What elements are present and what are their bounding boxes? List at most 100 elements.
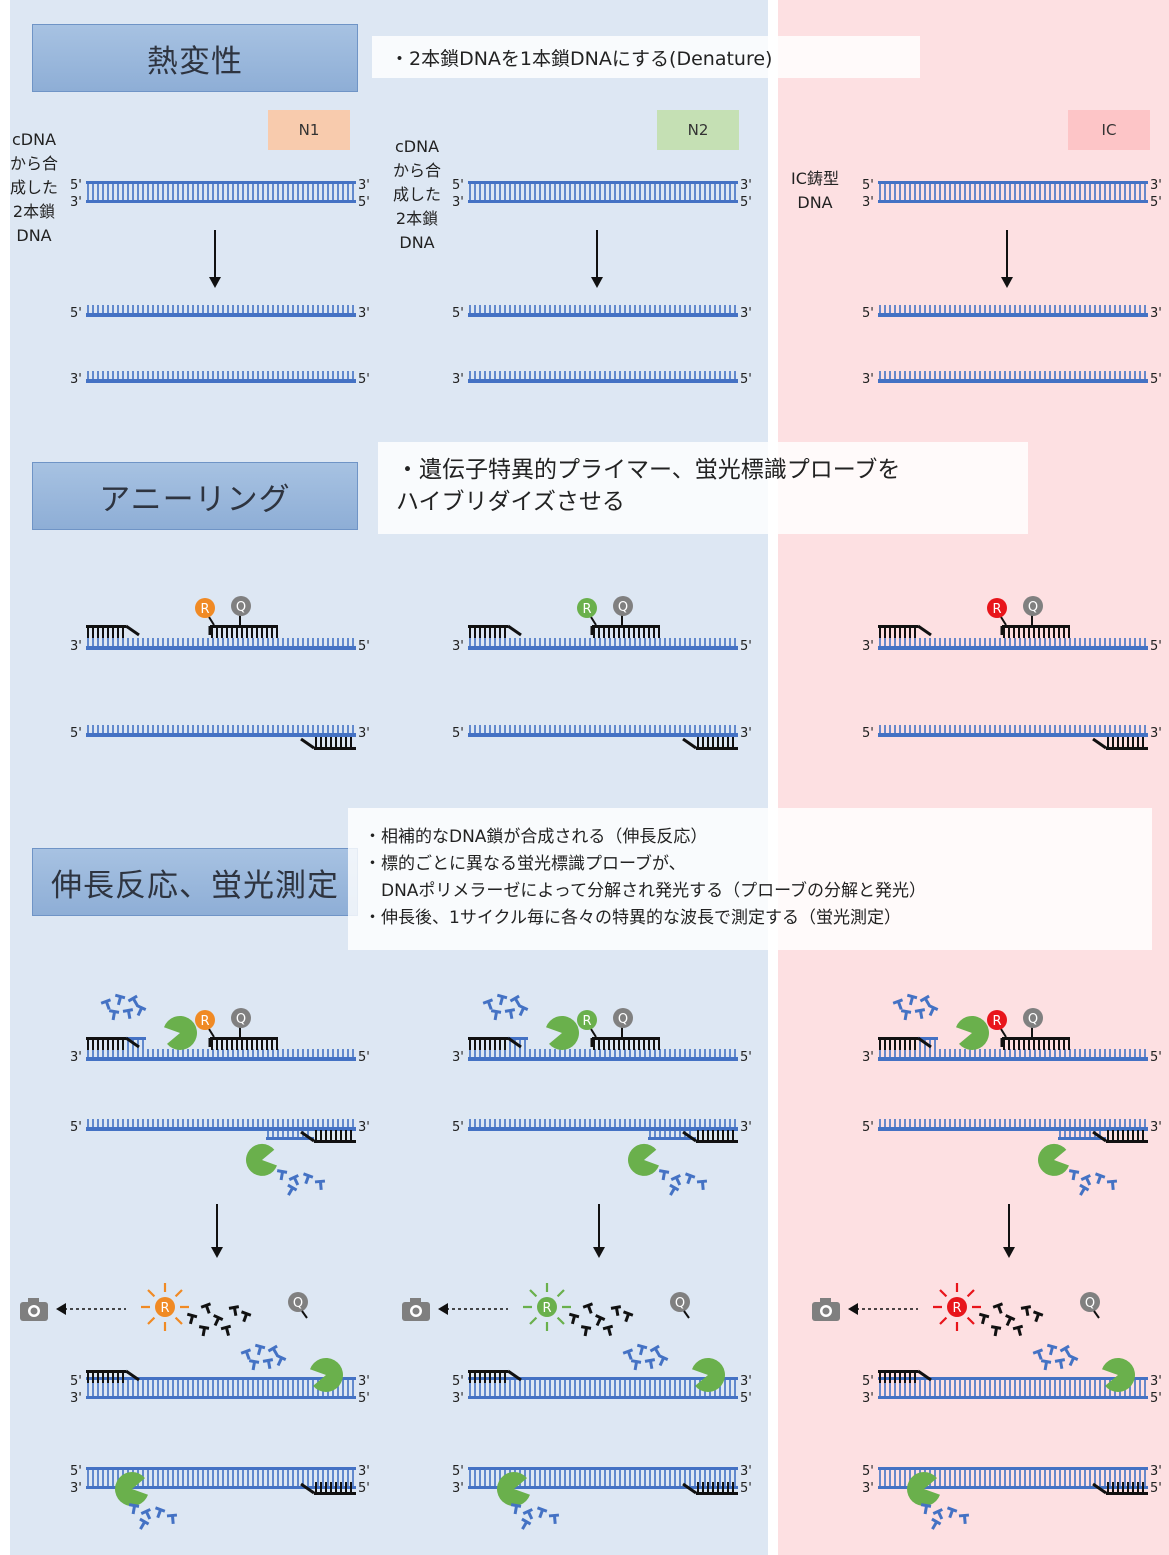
primer-end: [125, 1369, 140, 1382]
primer-end: [300, 1482, 315, 1495]
primer-end: [125, 624, 140, 637]
nucleotide-stem: [570, 1315, 576, 1325]
strand-ticks: [469, 628, 506, 638]
strand-end-label: 3': [70, 1481, 82, 1496]
nucleotide-stem: [661, 1171, 666, 1181]
nucleotide-bar: [696, 1179, 708, 1184]
template-label-n1: cDNA から合 成した 2本鎖 DNA: [6, 128, 62, 248]
nucleotide-stem: [487, 1001, 493, 1010]
nucleotide-stem: [937, 1511, 944, 1520]
nucleotide-stem: [139, 1521, 146, 1530]
nucleotide-bar: [1005, 1314, 1016, 1322]
nucleotide-icon: [100, 998, 112, 1010]
strand-backbone: [878, 1127, 1148, 1131]
nucleotide-stem: [963, 1515, 967, 1525]
strand-ticks: [469, 1049, 736, 1057]
nucleotide-stem: [595, 1317, 602, 1327]
nucleotide-bar: [900, 1009, 912, 1014]
nucleotide-stem: [267, 1360, 272, 1370]
nucleotide-icon: [658, 1169, 670, 1181]
primer-end: [1092, 1130, 1107, 1143]
strand-end-label: 5': [452, 178, 464, 193]
note-line: ・遺伝子特異的プライマー、蛍光標識プローブを: [396, 457, 901, 483]
nucleotide-cluster: [128, 1503, 178, 1530]
polymerase-icon: [245, 1143, 277, 1176]
nucleotide-cluster: [658, 1169, 708, 1196]
nucleotide-cluster: [622, 1343, 669, 1371]
nucleotide-icon: [580, 1325, 592, 1337]
strand-ticks: [1107, 737, 1144, 747]
nucleotide-bar: [108, 1009, 120, 1014]
nucleotide-icon: [684, 1172, 696, 1185]
strand-end-label: 3': [1150, 1120, 1162, 1135]
quencher-dye: [613, 1008, 633, 1028]
strand-end-label: 5': [70, 1374, 82, 1389]
strand-backbone: [86, 1377, 356, 1380]
nucleotide-bar: [1020, 1305, 1032, 1310]
nucleotide-stem: [897, 1001, 903, 1010]
template-label-line: cDNA: [11, 130, 57, 149]
nucleotide-stem: [633, 1361, 638, 1371]
strand-end-label: 5': [452, 726, 464, 741]
strand-end-label: 3': [1150, 1464, 1162, 1479]
dna-strand: 5'3': [862, 305, 1162, 321]
strand-end-label: 3': [358, 178, 370, 193]
nucleotide-bar: [580, 1325, 592, 1330]
reporter-dye-label: R: [582, 1014, 591, 1029]
nucleotide-icon: [154, 1506, 166, 1519]
dna-strand: 5' 3': [452, 725, 752, 741]
detection-arrowhead: [848, 1303, 858, 1315]
nucleotide-icon: [314, 1179, 326, 1191]
nucleotide-bar: [906, 993, 918, 1000]
burst-rays: [141, 1283, 189, 1331]
dna-strand: 5'3': [862, 1119, 1162, 1135]
nucleotide-bar: [522, 1508, 533, 1516]
nucleotide-bar: [262, 1358, 274, 1363]
strand-end-label: 3': [740, 726, 752, 741]
template-label-line: 成した: [392, 185, 441, 204]
template-label-line: DNA: [399, 233, 435, 252]
camera-icon: [402, 1298, 430, 1321]
strand-end-label: 5': [862, 178, 874, 193]
nucleotide-stem: [1043, 1361, 1048, 1371]
strand-end-label: 5': [1150, 639, 1162, 654]
strand-ticks: [211, 628, 278, 638]
nucleotide-icon: [1068, 1169, 1080, 1181]
section-title-annealing: アニーリング: [32, 462, 358, 530]
camera-icon: [20, 1298, 48, 1321]
polymerase-body: [310, 1357, 343, 1392]
nucleotide-icon: [248, 1359, 260, 1371]
strand-end-label: 3': [740, 306, 752, 321]
nucleotide-bar: [287, 1183, 298, 1192]
nucleotide-stem: [276, 1357, 283, 1367]
strand-end-label: 3': [358, 306, 370, 321]
nucleotide-icon: [932, 1508, 944, 1520]
nucleotide-stem: [919, 1010, 924, 1020]
strand-end-label: 3': [452, 1481, 464, 1496]
strand-end-label: 5': [358, 1391, 370, 1406]
strand-end-label: 5': [452, 1374, 464, 1389]
fluorescence-burst: R: [523, 1283, 571, 1331]
nucleotide-icon: [1020, 1305, 1032, 1317]
quencher-dye-label: Q: [1085, 1296, 1095, 1311]
nucleotide-icon: [919, 994, 931, 1007]
reporter-dye: [537, 1297, 557, 1317]
double-strand-dna: 5'3'3'5': [862, 178, 1162, 210]
nucleotide-icon: [302, 1172, 314, 1185]
strand-ticks: [87, 1049, 354, 1057]
strand-ticks: [469, 371, 736, 379]
primer-end: [1092, 737, 1107, 750]
detection-arrowhead: [438, 1303, 448, 1315]
quencher-dye-label: Q: [236, 600, 246, 615]
nucleotide-bar: [932, 1508, 943, 1516]
strand-end-label: 5': [1150, 372, 1162, 387]
fluorescence-burst: R: [933, 1283, 981, 1331]
strand-ticks: [879, 1040, 916, 1050]
strand-end-label: 3': [70, 372, 82, 387]
reporter-dye-label: R: [582, 602, 591, 617]
strand-ticks: [879, 1049, 1146, 1057]
note-annealing: ・遺伝子特異的プライマー、蛍光標識プローブを ハイブリダイズさせる: [378, 442, 1028, 534]
strand-end-label: 3': [1150, 306, 1162, 321]
nucleotide-icon: [630, 1359, 642, 1371]
nucleotide-bar: [240, 1310, 252, 1317]
